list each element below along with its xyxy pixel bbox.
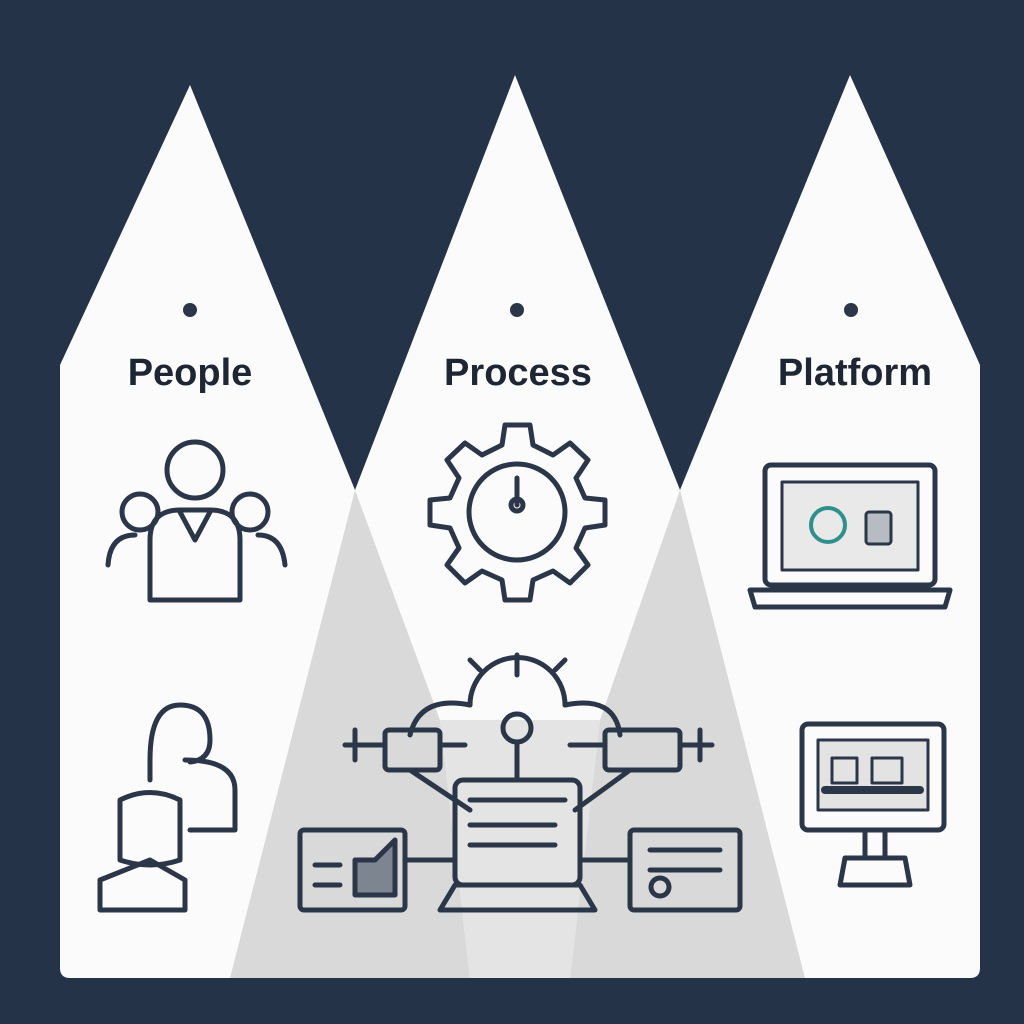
marker-dot-people	[183, 303, 197, 317]
workflow-network-icon	[297, 652, 743, 913]
pillar-title-people: People	[127, 352, 253, 394]
team-icon	[105, 439, 288, 603]
shadow-left	[230, 490, 470, 978]
laptop-icon	[747, 462, 953, 610]
pillar-title-platform: Platform	[777, 352, 933, 394]
marker-dot-platform	[844, 303, 858, 317]
gear-icon	[427, 422, 608, 603]
users-icon	[97, 702, 238, 913]
monitor-icon	[799, 721, 947, 888]
pillar-title-process: Process	[444, 352, 592, 394]
marker-dot-process	[510, 303, 524, 317]
shadow-center	[440, 720, 600, 978]
